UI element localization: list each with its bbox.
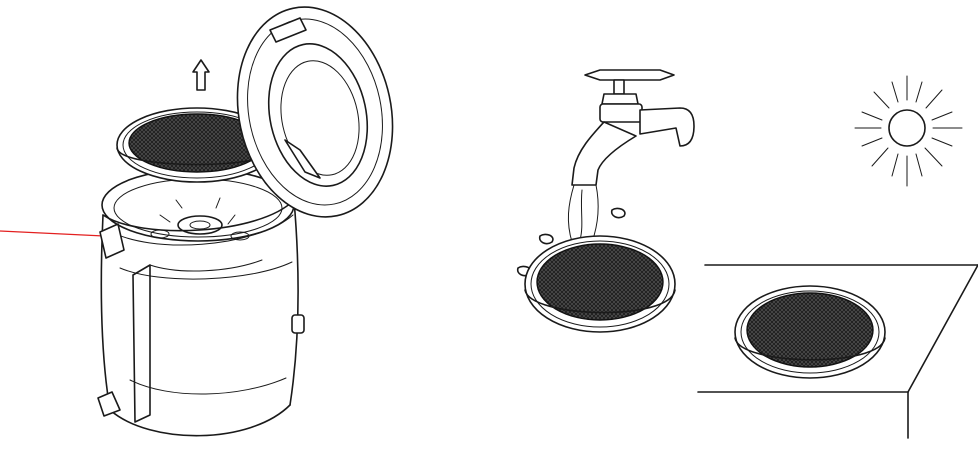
water-tap-icon	[571, 69, 695, 186]
lift-up-arrow-icon	[192, 59, 210, 91]
filter-basket-rinsing	[524, 235, 676, 333]
appliance-body	[97, 199, 305, 437]
table-surface	[697, 264, 978, 439]
dry-filter-panel	[697, 75, 978, 439]
open-lid	[236, 6, 394, 218]
remove-filter-panel	[0, 6, 394, 437]
filter-basket-drying	[734, 285, 886, 379]
rinse-filter-panel	[516, 69, 695, 333]
pointer-line	[0, 230, 105, 237]
sun-icon	[854, 75, 963, 187]
